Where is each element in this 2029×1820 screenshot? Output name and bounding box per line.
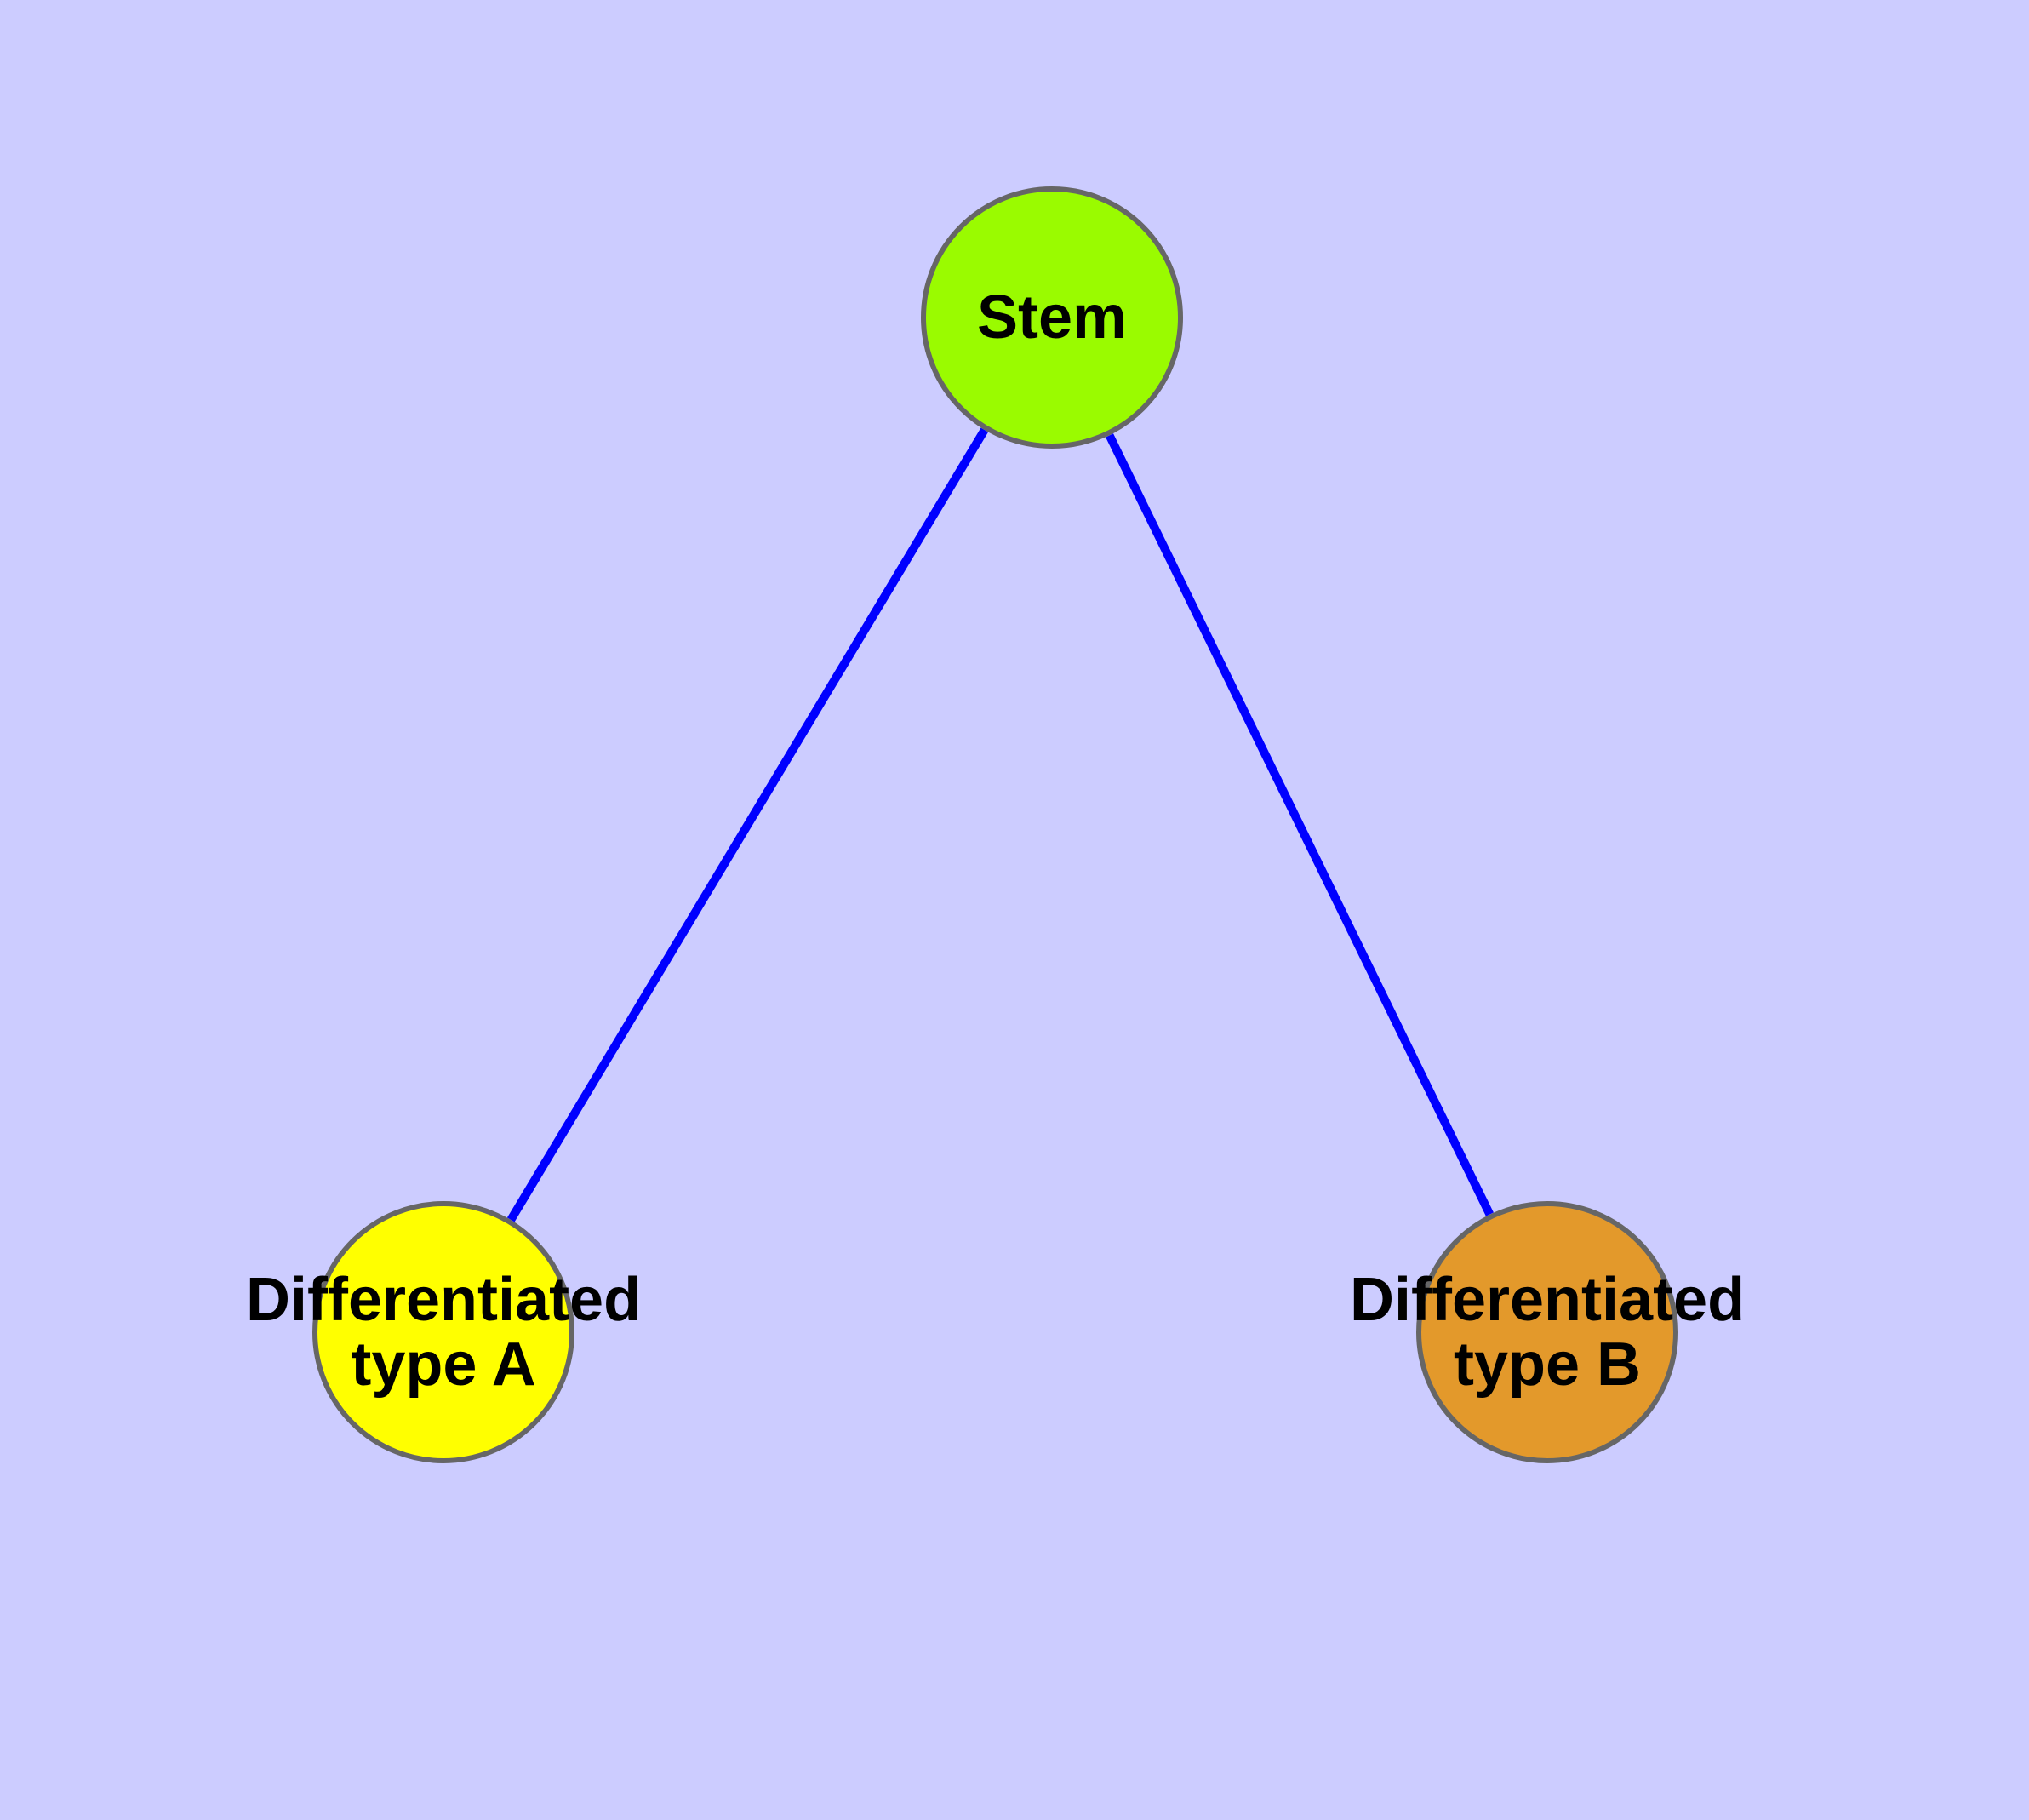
graph-edge	[1106, 433, 1494, 1216]
node-layer	[312, 186, 1678, 1463]
graph-node-diff_a[interactable]	[312, 1201, 574, 1463]
edge-layer	[506, 427, 1494, 1222]
graph-node-diff_b[interactable]	[1416, 1201, 1678, 1463]
graph-node-stem[interactable]	[921, 186, 1183, 449]
graph-edge	[506, 427, 989, 1222]
